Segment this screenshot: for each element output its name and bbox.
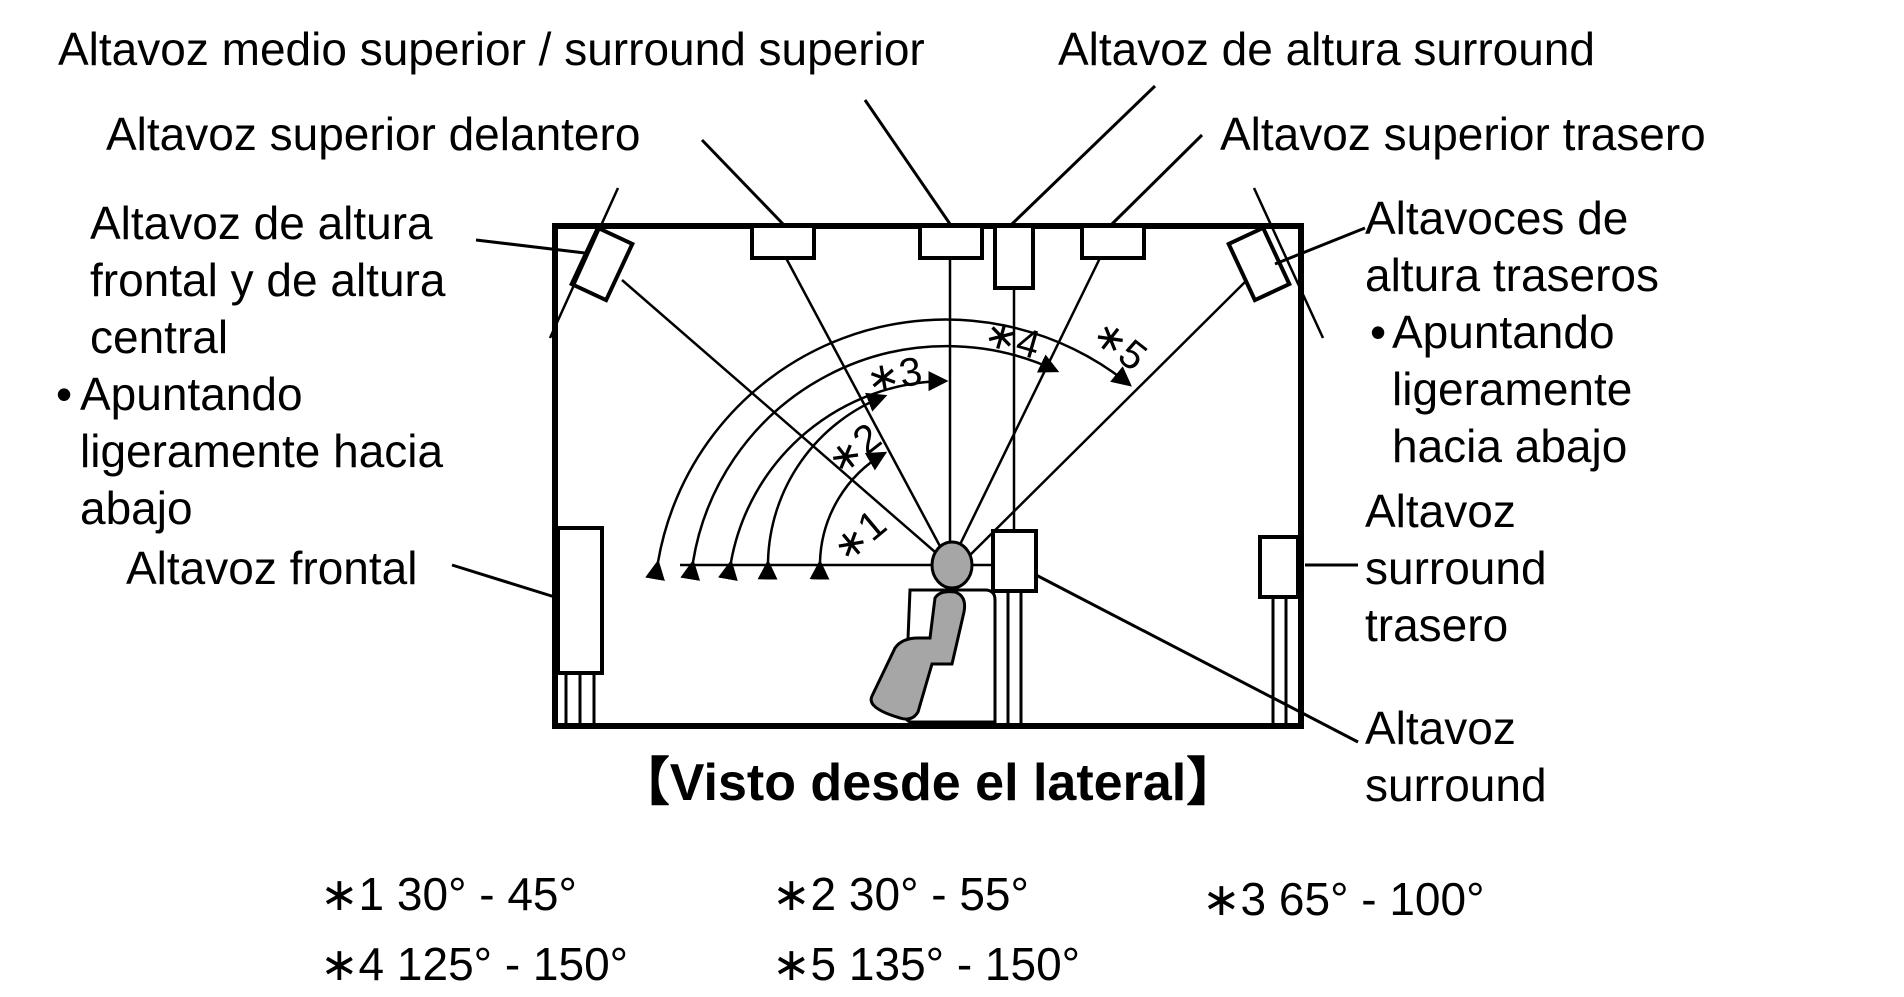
- label-front-speaker: Altavoz frontal: [126, 542, 417, 594]
- label-surround-back-line3: trasero: [1365, 599, 1508, 651]
- angle-note-1: ∗1 30° - 45°: [320, 868, 577, 920]
- angle-marker-1: ∗1: [824, 502, 895, 572]
- label-rear-note-line1: Apuntando: [1392, 306, 1615, 358]
- angle-arcs: [645, 318, 1132, 582]
- top-middle-speaker: [918, 224, 984, 260]
- label-top-middle-surround-top: Altavoz medio superior / surround superi…: [58, 23, 925, 75]
- angle-note-5: ∗5 135° - 150°: [772, 938, 1080, 990]
- leader-lines: [451, 84, 1366, 744]
- angle-note-2: ∗2 30° - 55°: [772, 868, 1029, 920]
- label-surround-back-line1: Altavoz: [1365, 485, 1516, 537]
- front-height-speaker: [569, 225, 635, 303]
- sight-lines: [621, 257, 1246, 566]
- label-surround-height: Altavoz de altura surround: [1058, 23, 1595, 75]
- front-speaker: [556, 526, 604, 675]
- label-rear-height-line1: Altavoces de: [1365, 192, 1628, 244]
- rear-note-bullet: •: [1370, 306, 1386, 358]
- surround-back-speaker: [1258, 535, 1300, 599]
- label-front-note-line2: ligeramente hacia: [80, 425, 444, 477]
- label-front-note-line3: abajo: [80, 482, 193, 534]
- label-front-height-line3: central: [90, 311, 228, 363]
- rear-height-tilt-line: [1252, 187, 1325, 339]
- angle-marker-5: ∗5: [1084, 311, 1155, 380]
- front-note-bullet: •: [56, 368, 72, 420]
- front-height-tilt-line: [548, 187, 620, 339]
- angle-marker-4: ∗4: [979, 310, 1045, 368]
- top-rear-speaker: [1080, 224, 1146, 260]
- label-rear-note-line2: ligeramente: [1392, 363, 1632, 415]
- angle-marker-3: ∗3: [863, 349, 926, 402]
- top-front-speaker: [750, 224, 816, 260]
- label-front-height-line2: frontal y de altura: [90, 254, 446, 306]
- label-rear-height-line2: altura traseros: [1365, 249, 1659, 301]
- label-top-rear: Altavoz superior trasero: [1220, 108, 1706, 160]
- surround-height-speaker: [993, 224, 1035, 290]
- label-front-height-line1: Altavoz de altura: [90, 197, 433, 249]
- angle-marker-2: ∗2: [819, 415, 890, 484]
- diagram-caption: 【Visto desde el lateral】: [618, 754, 1238, 812]
- rear-height-speaker: [1226, 225, 1292, 303]
- label-surround-line1: Altavoz: [1365, 702, 1516, 754]
- angle-note-4: ∗4 125° - 150°: [320, 938, 628, 990]
- angle-note-3: ∗3 65° - 100°: [1202, 873, 1485, 925]
- label-top-front: Altavoz superior delantero: [106, 108, 640, 160]
- listener-figure: [869, 540, 997, 724]
- surround-speaker: [991, 529, 1038, 593]
- label-front-note-line1: Apuntando: [80, 368, 303, 420]
- arc-5: [645, 318, 1132, 581]
- label-surround-line2: surround: [1365, 759, 1547, 811]
- label-rear-note-line3: hacia abajo: [1392, 420, 1627, 472]
- label-surround-back-line2: surround: [1365, 542, 1547, 594]
